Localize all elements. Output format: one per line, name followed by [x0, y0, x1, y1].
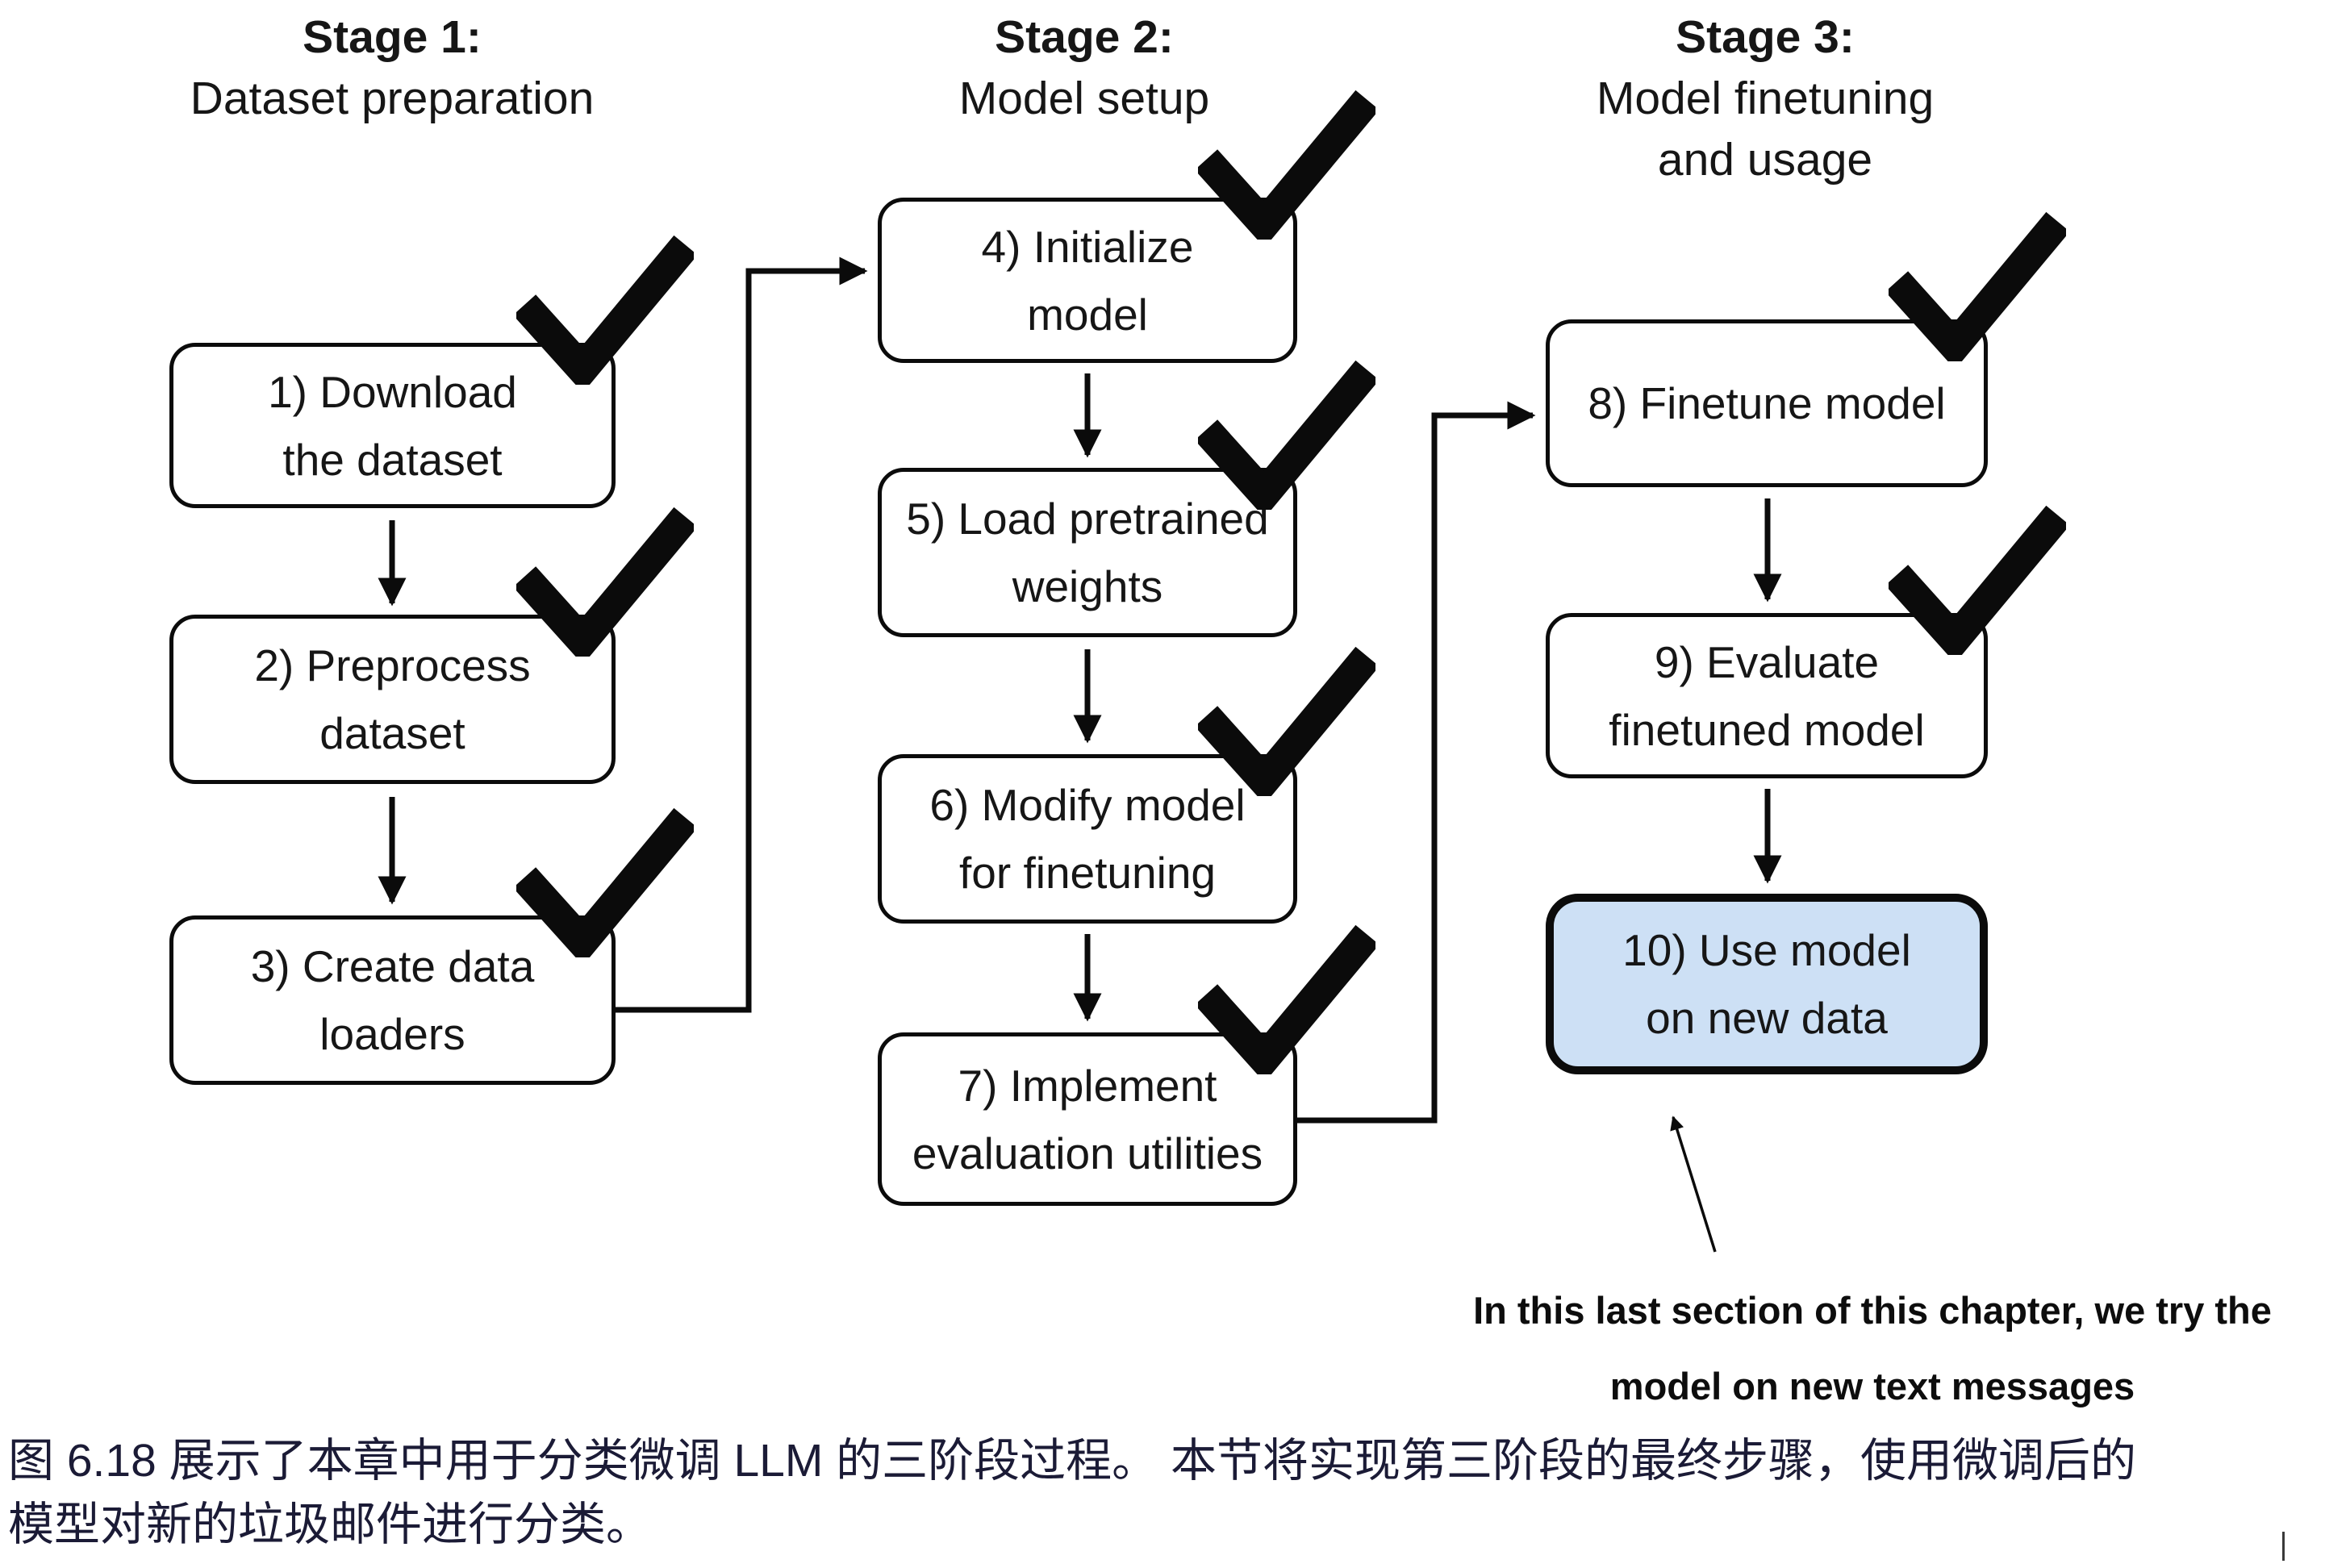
step-10-line-1: 10) Use model	[1622, 925, 1911, 975]
step-6-line-1: 6) Modify model	[929, 780, 1246, 830]
step-box-3: 3) Create data loaders	[169, 915, 616, 1085]
caption-line-2: 模型对新的垃圾邮件进行分类。	[8, 1499, 652, 1550]
connector-3-to-4	[616, 256, 868, 1013]
step-box-9: 9) Evaluate finetuned model	[1546, 613, 1988, 778]
stage-3-subtitle: Model finetuning	[1596, 73, 1935, 124]
step-3-line-2: loaders	[319, 1009, 465, 1059]
text-cursor	[2282, 1532, 2285, 1561]
checkmark-icon	[516, 507, 694, 657]
step-9-line-1: 9) Evaluate	[1654, 636, 1880, 687]
stage-2-subtitle: Model setup	[958, 73, 1210, 124]
stage-1-title: Stage 1:	[303, 11, 482, 63]
step-7-line-2: evaluation utilities	[912, 1128, 1263, 1178]
step-box-8: 8) Finetune model	[1546, 319, 1988, 487]
stage-3-title: Stage 3:	[1676, 11, 1855, 63]
step-1-line-2: the dataset	[282, 434, 503, 485]
step-5-line-1: 5) Load pretrained	[906, 494, 1269, 544]
step-3-line-1: 3) Create data	[250, 941, 535, 991]
stage-1-heading: Stage 1: Dataset preparation	[190, 6, 595, 129]
step-box-6: 6) Modify model for finetuning	[878, 754, 1297, 924]
step-10-line-2: on new data	[1646, 993, 1888, 1043]
annotation-text: In this last section of this chapter, we…	[1420, 1273, 2325, 1424]
checkmark-icon	[516, 808, 694, 957]
checkmark-icon	[1198, 925, 1375, 1074]
step-1-line-1: 1) Download	[268, 366, 517, 417]
step-box-2: 2) Preprocess dataset	[169, 615, 616, 784]
step-2-line-2: dataset	[319, 708, 465, 758]
stage-2-title: Stage 2:	[995, 11, 1174, 63]
checkmark-icon	[1889, 212, 2066, 361]
step-box-5: 5) Load pretrained weights	[878, 468, 1297, 637]
figure-caption: 图 6.18 展示了本章中用于分类微调 LLM 的三阶段过程。 本节将实现第三阶…	[8, 1429, 2323, 1557]
checkmark-icon	[1198, 361, 1375, 510]
checkmark-icon	[1889, 506, 2066, 655]
annotation-arrow	[1670, 1116, 1717, 1253]
checkmark-icon	[516, 236, 694, 385]
annotation-line-1: In this last section of this chapter, we…	[1473, 1289, 2272, 1332]
step-8-line-1: 8) Finetune model	[1588, 378, 1946, 428]
checkmark-icon	[1198, 647, 1375, 796]
stage-3-subtitle-2: and usage	[1657, 134, 1873, 186]
checkmark-icon	[1198, 90, 1375, 240]
step-6-line-2: for finetuning	[959, 848, 1216, 898]
step-box-4: 4) Initialize model	[878, 198, 1297, 363]
step-4-line-2: model	[1027, 289, 1148, 340]
step-2-line-1: 2) Preprocess	[254, 640, 531, 690]
annotation-line-2: model on new text messages	[1609, 1365, 2135, 1407]
step-7-line-1: 7) Implement	[958, 1060, 1217, 1111]
step-box-1: 1) Download the dataset	[169, 343, 616, 508]
stage-2-heading: Stage 2: Model setup	[959, 6, 1210, 129]
step-4-line-1: 4) Initialize	[981, 221, 1194, 272]
step-box-10-highlighted: 10) Use model on new data	[1546, 894, 1988, 1074]
caption-line-1: 图 6.18 展示了本章中用于分类微调 LLM 的三阶段过程。 本节将实现第三阶…	[8, 1435, 2137, 1487]
stage-1-subtitle: Dataset preparation	[190, 73, 595, 124]
connector-7-to-8	[1297, 401, 1536, 1124]
step-5-line-2: weights	[1012, 561, 1163, 611]
step-9-line-2: finetuned model	[1609, 704, 1925, 755]
step-box-7: 7) Implement evaluation utilities	[878, 1032, 1297, 1206]
stage-3-heading: Stage 3: Model finetuning and usage	[1597, 6, 1934, 190]
